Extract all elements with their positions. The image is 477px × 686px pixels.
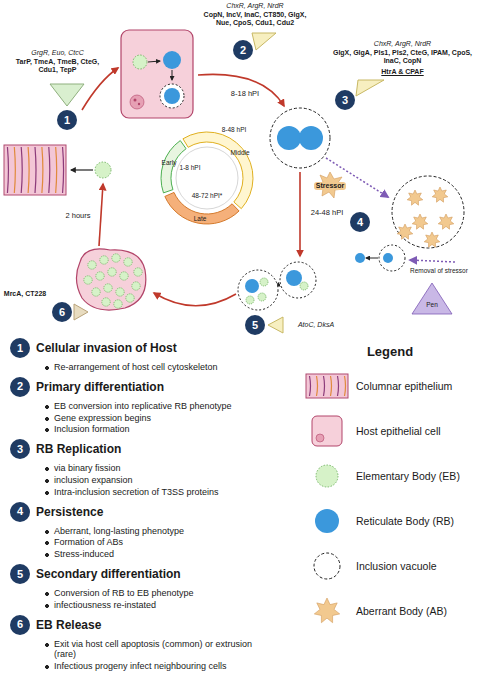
entry-arrow (71, 169, 93, 170)
stage-number-circle: 6 (52, 302, 72, 322)
epithelium-cells (7, 147, 63, 193)
stage-heading: EB Release (36, 618, 260, 632)
gene-triangle (268, 317, 283, 333)
stage-number-circle: 1 (57, 110, 77, 130)
stage-number: 1 (64, 115, 70, 126)
stage-bullet: Re-arrangement of host cell cytoskeleton (44, 362, 268, 373)
gene-triangle (50, 84, 84, 106)
removal-label: Removal of stressor (410, 267, 468, 275)
stage-bullet: Formation of ABs (44, 537, 268, 548)
phase-label: Early (162, 159, 177, 167)
stage-bullet: Infectious progeny infect neighbouring c… (44, 661, 268, 672)
legend-entry: Aberrant Body (AB) (356, 605, 474, 618)
regulator-genes: ChxR, ArgR, NrdR (196, 2, 314, 10)
stage-number: 3 (342, 95, 348, 106)
inclusion-vacuole (270, 108, 330, 168)
effector-genes: CopN, IncV, InaC, CT850, GlgX, Nue, CpoS… (196, 11, 314, 28)
regulator-genes: AtoC, DksA (286, 321, 346, 329)
pen-triangle (412, 283, 452, 314)
stage-number-circle: 4 (10, 502, 30, 522)
effector-genes: TarP, TmeA, TmeB, CteG, Cdu1, TepP (10, 58, 105, 75)
columnar-epithelium (4, 145, 66, 195)
cycle-arrow (299, 172, 301, 256)
stage-number-circle: 3 (10, 439, 30, 459)
legend-title: Legend (367, 344, 413, 360)
stage-heading: Primary differentiation (36, 380, 260, 394)
stage-bullet: via binary fission (44, 463, 268, 474)
stage-heading: Secondary differentiation (36, 567, 260, 581)
time-label: 24-48 hPI (311, 208, 344, 217)
effector-genes: MrcA, CT228 (2, 290, 48, 298)
phase-time: 8-48 hPI (222, 126, 247, 134)
stage-bullet: Inclusion formation (44, 424, 268, 435)
stage-bullet: inclusion expansion (44, 475, 268, 486)
gene-triangle (252, 33, 276, 50)
time-label: 8-18 hPI (231, 89, 259, 98)
stage-bullet: infectiousness re-instated (44, 600, 268, 611)
stressor-label: Stressor (314, 182, 346, 190)
stage-bullet: Aberrant, long-lasting phenotype (44, 526, 268, 537)
legend-entry: Columnar epithelium (356, 380, 474, 393)
stage-bullet: Stress-induced (44, 549, 268, 560)
stage-number: 6 (17, 619, 23, 630)
stage-heading: Persistence (36, 505, 260, 519)
removal-arrow (410, 260, 455, 262)
cycle-arrow (154, 293, 236, 306)
stage-bullet: Conversion of RB to EB phenotype (44, 588, 268, 599)
time-label: 2 hours (65, 211, 90, 220)
inclusion-vacuole (392, 176, 464, 248)
stage-bullet: EB conversion into replicative RB phenot… (44, 401, 268, 412)
stage-number-circle: 2 (10, 377, 30, 397)
stage-bullet: Gene expression begins (44, 413, 268, 424)
cycle-arrow (82, 68, 118, 110)
stage-number: 5 (252, 320, 258, 331)
inclusion-vacuole (280, 262, 316, 298)
stage-bullet: Exit via host cell apoptosis (common) or… (44, 639, 268, 661)
stage-number-circle: 2 (233, 40, 253, 60)
cycle-arrow (99, 184, 103, 246)
gene-triangle (74, 304, 88, 320)
phase-label: Middle (230, 149, 249, 157)
effector-genes: GlgX, GlgA, Pls1, Pls2, CteG, IPAM, CpoS… (330, 49, 475, 66)
stage-number-circle: 1 (10, 338, 30, 358)
stage-number: 4 (357, 217, 363, 228)
stage-number-circle: 6 (10, 615, 30, 635)
legend-entry: Reticulate Body (RB) (356, 515, 474, 528)
legend-entry: Host epithelial cell (356, 425, 474, 438)
stage-number: 3 (17, 444, 23, 455)
stage-number: 2 (17, 381, 23, 392)
stage-number-circle: 5 (245, 315, 265, 335)
regulator-genes: GrgR, Euo, CtcC (10, 49, 105, 57)
stage-heading: Cellular invasion of Host (36, 341, 260, 355)
gene-triangle (356, 80, 384, 96)
cycle-arrow (198, 74, 284, 106)
legend-entry: Inclusion vacuole (356, 560, 474, 573)
effector-genes: HtrA & CPAF (330, 68, 475, 76)
phase-time: 1-8 hPI (180, 164, 201, 172)
stage-number: 4 (17, 506, 23, 517)
phase-label: Late (194, 215, 207, 223)
stage-number: 1 (17, 343, 23, 354)
legend-swatches (306, 374, 348, 623)
stage-bullet: Intra-inclusion secretion of T3SS protei… (44, 487, 268, 498)
stage-number: 2 (240, 45, 246, 56)
stage-number-circle: 5 (10, 564, 30, 584)
stage-heading: RB Replication (36, 442, 260, 456)
regulator-genes: ChxR, ArgR, NrdR (330, 40, 475, 48)
host-cell (121, 30, 193, 118)
stage-number-circle: 3 (335, 90, 355, 110)
stress-arrow (326, 158, 388, 197)
phase-time: 48-72 hPI* (192, 192, 223, 200)
timeline-wheel (161, 132, 253, 224)
stage-number: 5 (17, 569, 23, 580)
pen-label: Pen (426, 301, 438, 309)
legend-entry: Elementary Body (EB) (356, 470, 474, 483)
stage-number-circle: 4 (350, 212, 370, 232)
lysing-host-cell (76, 249, 145, 310)
stage-number: 6 (59, 307, 65, 318)
elementary-body (95, 162, 111, 178)
